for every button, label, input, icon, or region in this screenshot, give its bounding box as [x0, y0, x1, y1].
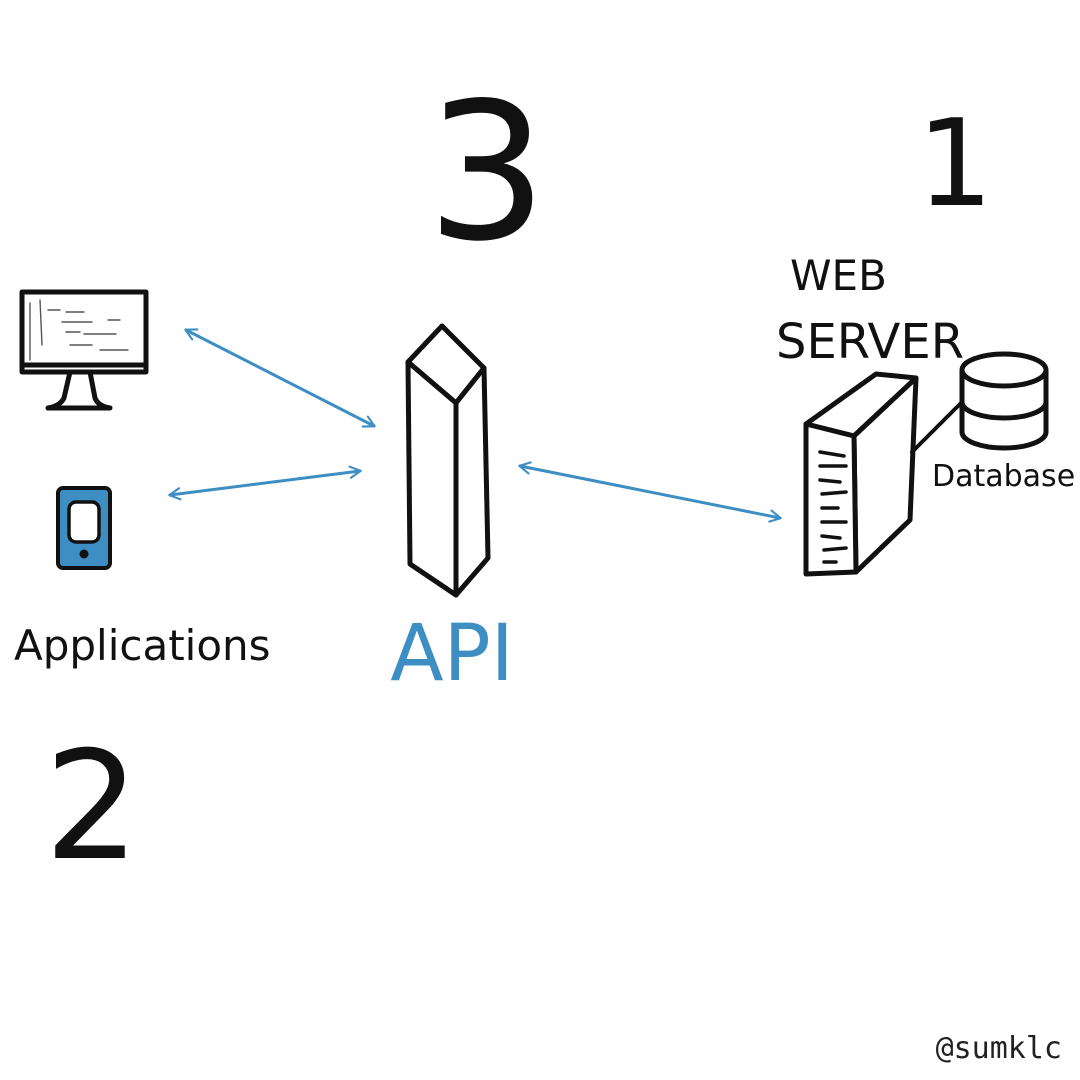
database-icon: [959, 351, 1049, 451]
web-server-label-line2: SERVER: [776, 314, 964, 370]
arrow-monitor-api: [184, 328, 376, 428]
api-label: API: [390, 609, 513, 699]
api-pillar-icon: [405, 323, 491, 598]
server-tower-icon: [803, 371, 966, 577]
applications-label: Applications: [14, 621, 271, 670]
phone-icon: [56, 486, 112, 570]
step-number-2: 2: [44, 720, 139, 894]
step-number-3: 3: [427, 62, 548, 283]
arrow-api-server: [518, 461, 782, 523]
monitor-icon: [19, 289, 149, 411]
author-credit: @sumklc: [935, 1031, 1062, 1066]
web-server-label-line1: WEB: [790, 251, 887, 300]
database-label: Database: [932, 459, 1075, 494]
step-number-1: 1: [917, 95, 993, 234]
arrow-phone-api: [168, 465, 362, 501]
